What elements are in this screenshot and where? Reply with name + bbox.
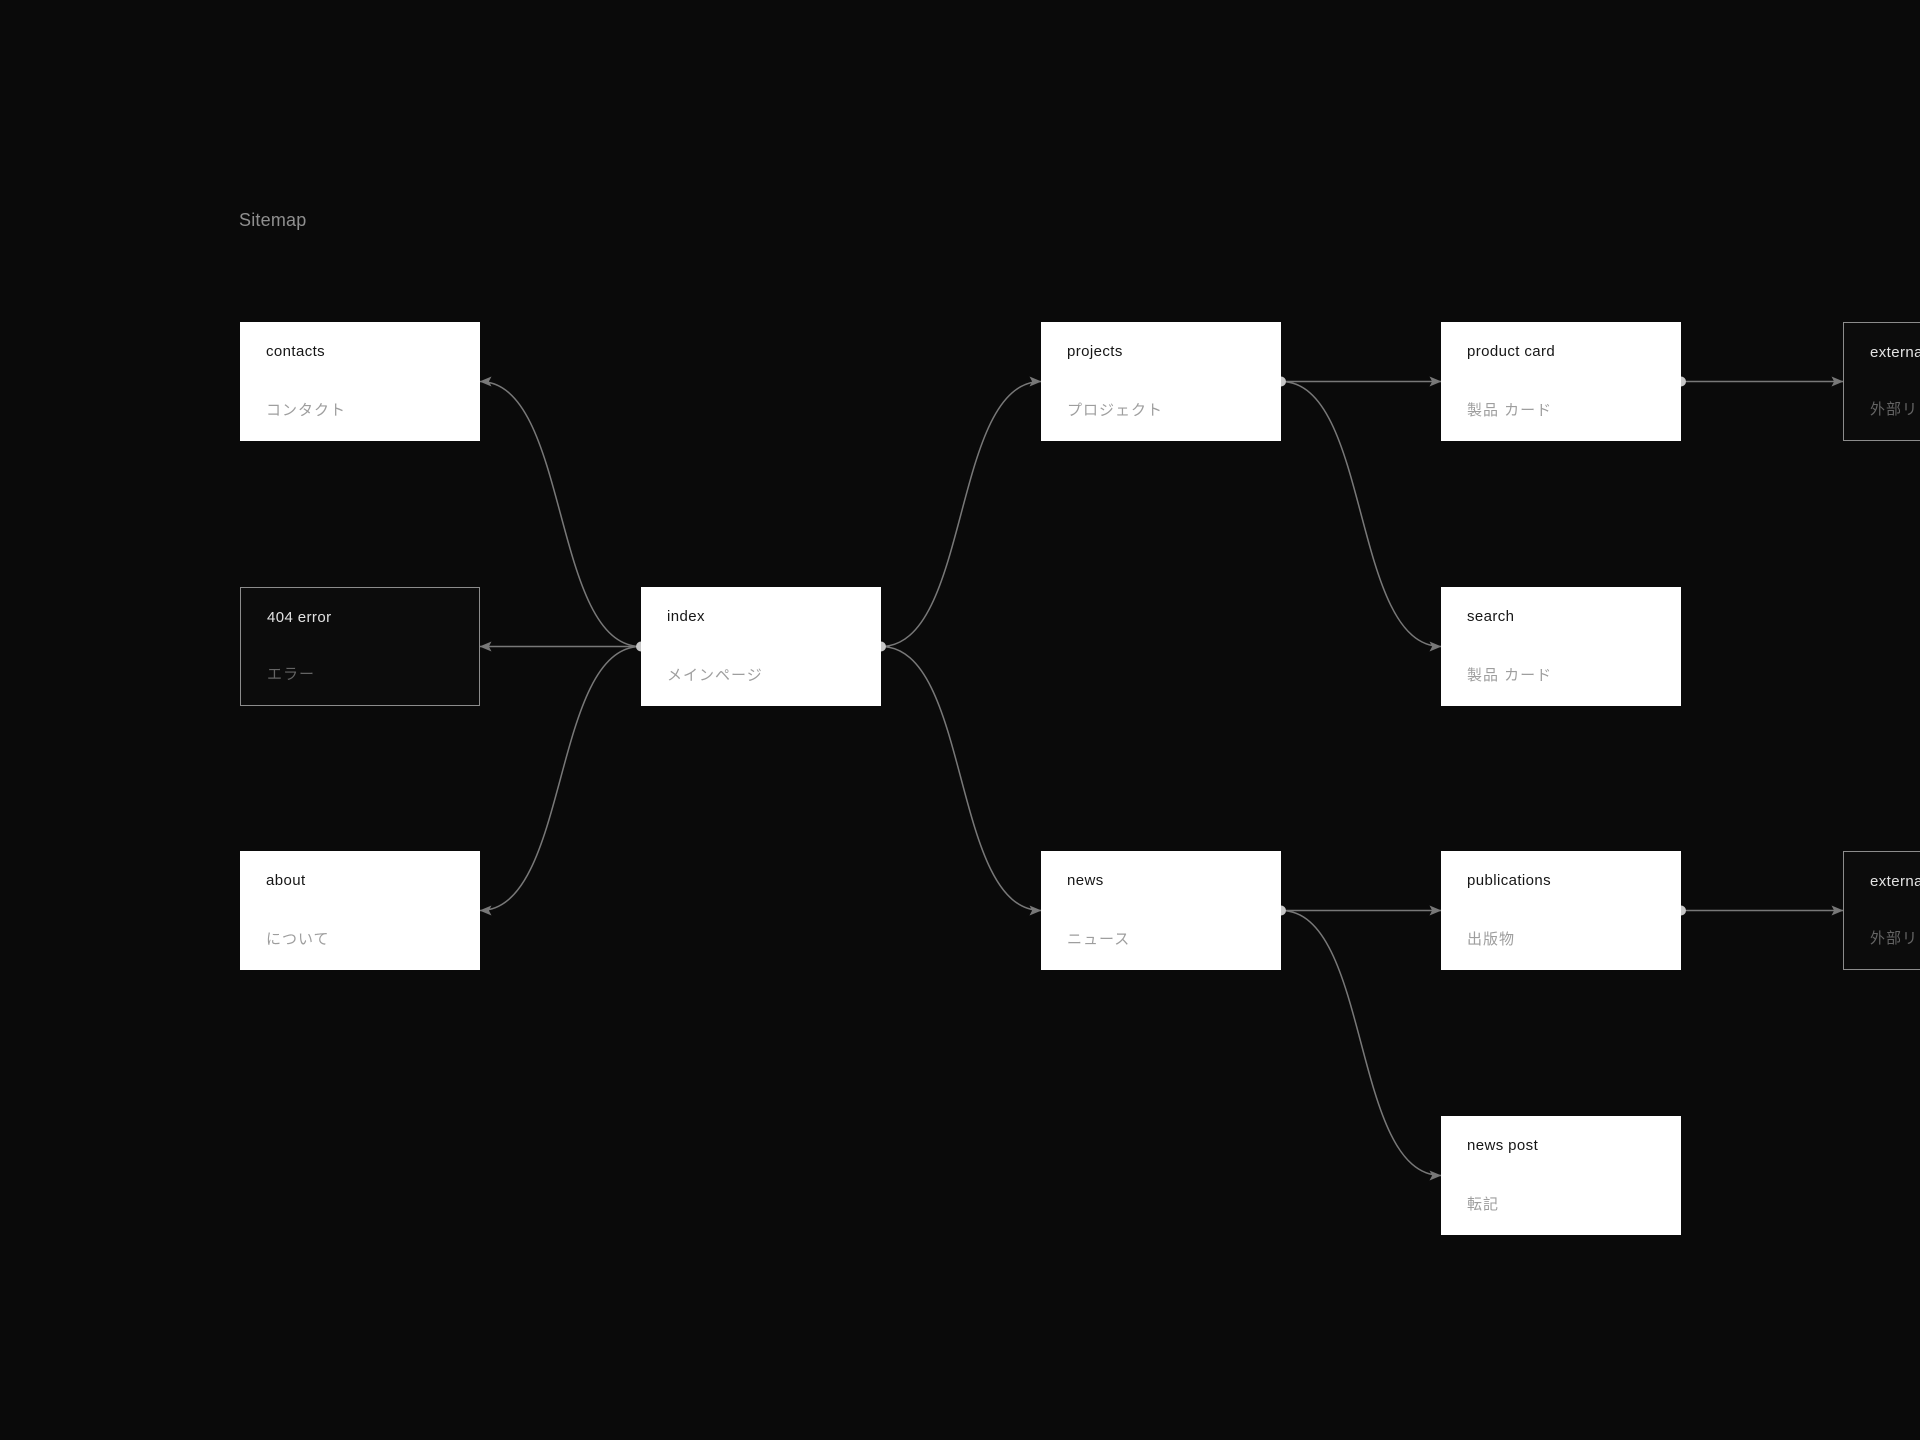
node-external-link-bottom[interactable]: external link 外部リンク xyxy=(1843,851,1920,970)
node-title: news post xyxy=(1467,1137,1539,1154)
edge-index-news xyxy=(880,645,1042,916)
edge-index-about xyxy=(479,645,642,916)
node-subtitle: プロジェクト xyxy=(1067,402,1164,419)
node-subtitle: コンタクト xyxy=(266,402,347,419)
node-title: contacts xyxy=(266,343,326,360)
node-contacts[interactable]: contacts コンタクト xyxy=(240,322,480,441)
node-title: 404 error xyxy=(267,609,332,626)
node-subtitle: ニュース xyxy=(1067,931,1131,948)
node-subtitle: メインページ xyxy=(667,667,763,684)
node-error-404[interactable]: 404 error エラー xyxy=(240,587,480,706)
node-subtitle: 出版物 xyxy=(1467,931,1516,948)
node-subtitle: 外部リンク xyxy=(1870,401,1920,418)
node-title: product card xyxy=(1467,343,1556,360)
node-title: projects xyxy=(1067,343,1123,360)
node-title: index xyxy=(667,608,705,625)
page-title: Sitemap xyxy=(239,210,307,230)
node-subtitle: について xyxy=(266,931,330,948)
node-title: publications xyxy=(1467,872,1552,889)
edge-news-news-post xyxy=(1280,909,1442,1181)
node-title: about xyxy=(266,872,306,889)
node-subtitle: 外部リンク xyxy=(1870,930,1920,947)
node-about[interactable]: about について xyxy=(240,851,480,970)
node-product-card[interactable]: product card 製品 カード xyxy=(1441,322,1681,441)
node-search[interactable]: search 製品 カード xyxy=(1441,587,1681,706)
node-title: external link xyxy=(1870,873,1920,890)
node-title: search xyxy=(1467,608,1515,625)
node-publications[interactable]: publications 出版物 xyxy=(1441,851,1681,970)
node-title: news xyxy=(1067,872,1104,889)
edge-index-projects xyxy=(880,376,1042,648)
node-news-post[interactable]: news post 転記 xyxy=(1441,1116,1681,1235)
node-subtitle: 転記 xyxy=(1467,1196,1500,1213)
node-projects[interactable]: projects プロジェクト xyxy=(1041,322,1281,441)
edge-index-contacts xyxy=(479,376,642,648)
node-index[interactable]: index メインページ xyxy=(641,587,881,706)
node-news[interactable]: news ニュース xyxy=(1041,851,1281,970)
node-subtitle: 製品 カード xyxy=(1467,402,1553,419)
edge-projects-search xyxy=(1280,380,1442,652)
node-subtitle: エラー xyxy=(267,666,316,683)
node-external-link-top[interactable]: external link 外部リンク xyxy=(1843,322,1920,441)
node-subtitle: 製品 カード xyxy=(1467,667,1553,684)
node-title: external link xyxy=(1870,344,1920,361)
